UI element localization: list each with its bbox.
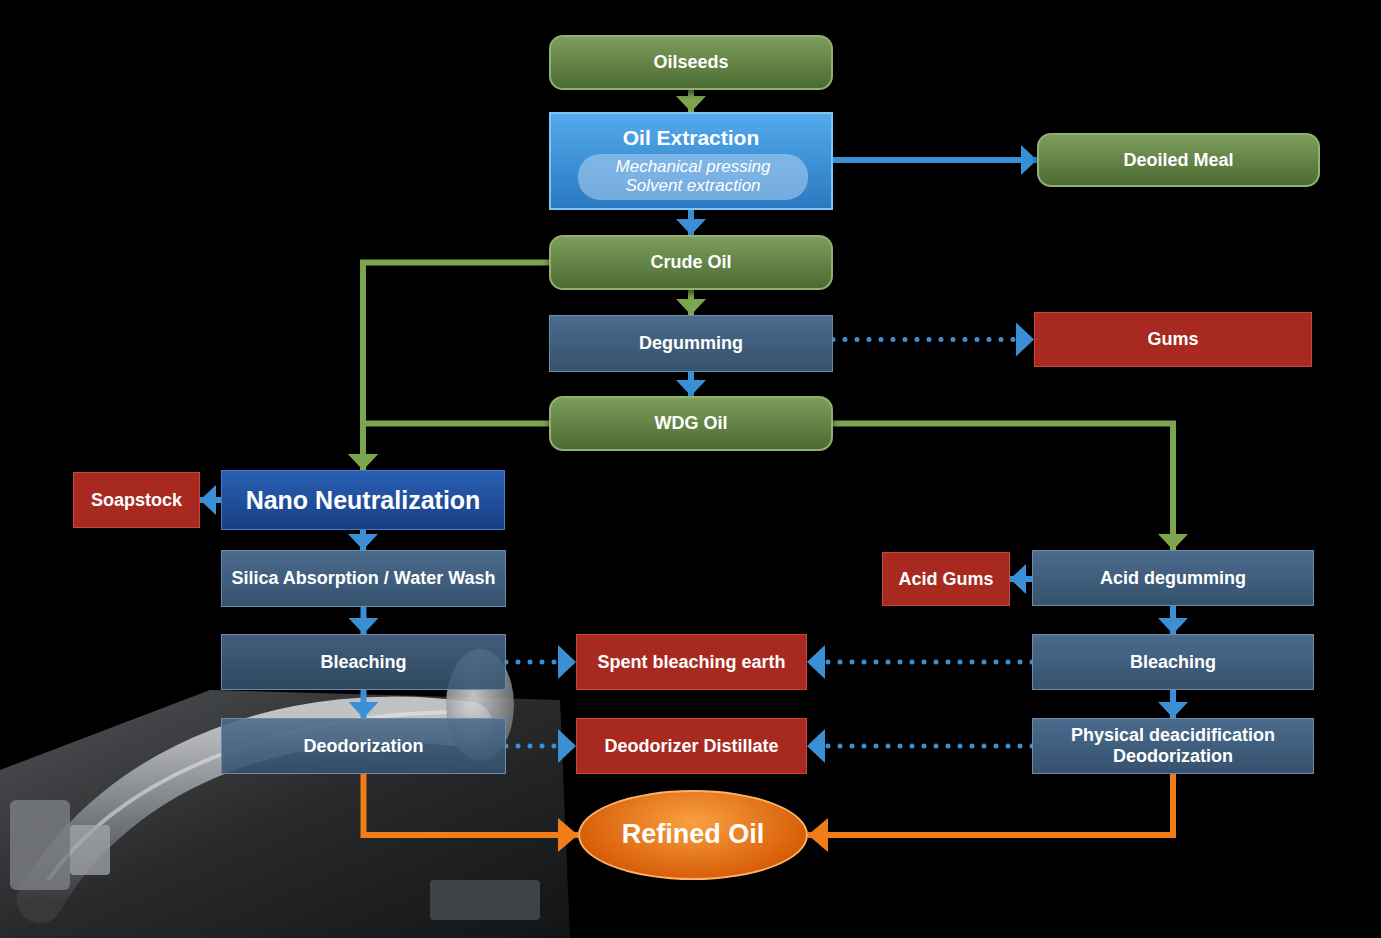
byproduct-box: Gums xyxy=(1034,312,1312,367)
flow-arrow xyxy=(688,372,694,396)
flow-arrow xyxy=(200,497,221,503)
box-label: Degumming xyxy=(639,333,743,354)
flow-arrow xyxy=(688,210,694,235)
byproduct-box: Deodorizer Distillate xyxy=(576,718,807,774)
box-label: Bleaching xyxy=(1130,652,1216,673)
box-label: Nano Neutralization xyxy=(246,486,481,515)
byproduct-arrow xyxy=(506,660,576,665)
process-box: Deodorization xyxy=(221,718,506,774)
product-ellipse: Refined Oil xyxy=(578,790,808,880)
process-box: Bleaching xyxy=(221,634,506,690)
box-label: Soapstock xyxy=(91,490,182,511)
process-box: Bleaching xyxy=(1032,634,1314,690)
box-label: Mechanical pressing Solvent extraction xyxy=(588,158,798,195)
box-label: Gums xyxy=(1147,329,1198,350)
byproduct-box: Soapstock xyxy=(73,472,200,528)
flow-arrow xyxy=(364,774,579,835)
method-pill: Mechanical pressing Solvent extraction xyxy=(578,154,808,200)
material-box: Deoiled Meal xyxy=(1037,133,1320,187)
material-box: Crude Oil xyxy=(549,235,833,290)
box-label: Physical deacidification Deodorization xyxy=(1041,725,1305,766)
flow-arrow xyxy=(361,690,367,718)
process-box: Acid degumming xyxy=(1032,550,1314,606)
flow-arrow xyxy=(360,530,366,550)
material-box: Oilseeds xyxy=(549,35,833,90)
byproduct-box: Spent bleaching earth xyxy=(576,634,807,690)
process-box: Oil ExtractionMechanical pressing Solven… xyxy=(549,112,833,210)
flow-arrow xyxy=(1170,690,1176,718)
steel-block xyxy=(430,880,540,920)
flow-arrow xyxy=(361,607,367,634)
process-box: Silica Absorption / Water Wash xyxy=(221,550,506,607)
flow-arrow xyxy=(363,424,549,471)
byproduct-arrow xyxy=(807,744,1032,749)
box-label: Spent bleaching earth xyxy=(597,652,785,673)
box-label: WDG Oil xyxy=(655,413,728,434)
byproduct-arrow xyxy=(807,660,1032,665)
process-box: Degumming xyxy=(549,315,833,372)
byproduct-arrow xyxy=(506,744,576,749)
flow-arrow xyxy=(833,424,1173,551)
byproduct-box: Acid Gums xyxy=(882,552,1010,606)
box-label: Crude Oil xyxy=(650,252,731,273)
flow-arrow xyxy=(688,90,694,112)
flow-arrow xyxy=(1170,606,1176,634)
pipe-fitting xyxy=(70,825,110,875)
box-label: Oilseeds xyxy=(653,52,728,73)
byproduct-arrow xyxy=(833,337,1034,342)
pipe-fitting xyxy=(10,800,70,890)
box-label: Silica Absorption / Water Wash xyxy=(231,568,495,589)
flow-arrow xyxy=(808,774,1173,835)
box-label: Acid Gums xyxy=(898,569,993,590)
flow-arrow xyxy=(363,263,549,471)
flow-arrow xyxy=(688,290,694,315)
box-label: Refined Oil xyxy=(622,819,765,850)
box-label: Deoiled Meal xyxy=(1123,150,1233,171)
box-label: Deodorizer Distillate xyxy=(604,736,778,757)
flow-arrow xyxy=(1010,576,1032,582)
box-label: Acid degumming xyxy=(1100,568,1246,589)
box-label: Deodorization xyxy=(304,736,424,757)
box-label: Bleaching xyxy=(320,652,406,673)
process-box: Nano Neutralization xyxy=(221,470,505,530)
process-box: Physical deacidification Deodorization xyxy=(1032,718,1314,774)
box-label: Oil Extraction xyxy=(623,126,760,150)
flow-arrow xyxy=(833,157,1037,163)
steel-plate xyxy=(0,690,570,938)
material-box: WDG Oil xyxy=(549,396,833,451)
